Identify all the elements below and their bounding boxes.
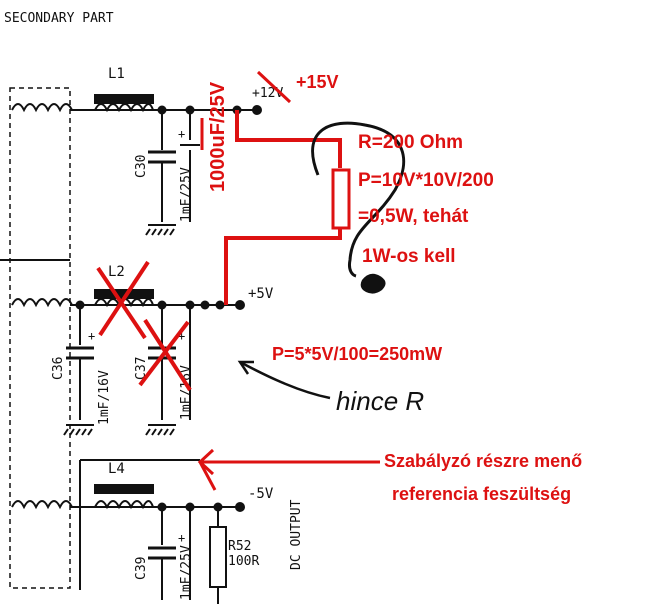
label-v5: +5V xyxy=(248,286,274,302)
resistor-calc-line-3: =0,5W, tehát xyxy=(358,206,469,227)
red-resistor-body xyxy=(331,168,351,230)
label-r52: R52 xyxy=(228,539,251,554)
svg-text:+: + xyxy=(178,329,185,343)
label-c39: C39 xyxy=(134,557,149,580)
transformer-coil-bottom xyxy=(11,500,73,510)
inductor-l1-coil xyxy=(94,103,154,113)
junction-dot xyxy=(75,300,85,310)
svg-text:+: + xyxy=(88,329,95,343)
reference-line-1: Szabályzó részre menő xyxy=(384,451,582,471)
junction-dot xyxy=(185,105,195,115)
ground-c37 xyxy=(145,424,176,436)
x-c37-a xyxy=(143,318,192,392)
r52-body xyxy=(209,526,227,588)
svg-text:+: + xyxy=(178,127,185,141)
label-l1: L1 xyxy=(108,66,125,82)
red-annotation-text: +15V 1000uF/25V R=200 Ohm P=10V*10V/200 … xyxy=(207,72,582,504)
inductor-l1-core xyxy=(94,94,154,104)
resistor-calc-line-4: 1W-os kell xyxy=(362,246,456,267)
label-c36: C36 xyxy=(51,357,66,380)
red-wire-to-5v xyxy=(224,228,342,305)
rotated-labels: C30 1mF/25V C36 1mF/16V C37 1mF/16V C39 … xyxy=(51,155,304,600)
transformer-coil-middle xyxy=(11,298,73,308)
label-dc-output: DC OUTPUT xyxy=(289,499,304,570)
junction-dot xyxy=(157,502,167,512)
red-annotation-wiring xyxy=(96,70,380,491)
junction-dot xyxy=(157,105,167,115)
reference-line-2: referencia feszültség xyxy=(392,484,571,504)
label-c39-value: 1mF/25V xyxy=(179,545,194,600)
junction-dot xyxy=(157,300,167,310)
polarity-marks: + + + + xyxy=(88,127,185,545)
junction-dot xyxy=(200,300,210,310)
question-mark-stroke xyxy=(311,121,406,278)
junction-dots xyxy=(75,105,262,512)
terminal-dot-middle xyxy=(235,300,245,310)
transformer-dashed-box xyxy=(9,87,71,589)
question-mark-dot xyxy=(360,273,386,294)
ground-c30 xyxy=(145,224,176,236)
section-label: SECONDARY PART xyxy=(4,11,114,26)
label-c30: C30 xyxy=(134,155,149,178)
junction-dot xyxy=(185,300,195,310)
x-c37-b xyxy=(138,320,190,387)
schematic-wiring xyxy=(0,87,260,604)
red-wire-to-resistor xyxy=(235,110,342,168)
reference-tail xyxy=(198,461,217,491)
svg-text:+: + xyxy=(178,531,185,545)
inductor-l4-coil xyxy=(94,500,154,510)
no-r-arrow-line xyxy=(239,360,331,400)
label-l2: L2 xyxy=(108,264,125,280)
ground-c36 xyxy=(63,424,94,436)
strike-12v xyxy=(256,70,292,104)
label-vneg5: -5V xyxy=(248,486,274,502)
no-r-arrowhead xyxy=(237,360,254,375)
junction-dot xyxy=(215,300,225,310)
label-c30-value: 1mF/25V xyxy=(179,167,194,222)
terminal-dot-top xyxy=(252,105,262,115)
no-r-annotation: hince R xyxy=(336,386,424,416)
label-c37: C37 xyxy=(134,357,149,380)
x-l2-b xyxy=(98,260,150,337)
resistor-calc-line-1: R=200 Ohm xyxy=(358,132,463,153)
terminal-dot-bottom xyxy=(235,502,245,512)
label-c36-value: 1mF/16V xyxy=(97,370,112,425)
label-cap-upgrade: 1000uF/25V xyxy=(207,81,229,192)
junction-dot xyxy=(213,502,223,512)
power-5v-annotation: P=5*5V/100=250mW xyxy=(272,344,442,364)
label-r52-value: 100R xyxy=(228,554,259,569)
resistor-calc-line-2: P=10V*10V/200 xyxy=(358,170,494,191)
inductor-l4-core xyxy=(94,484,154,494)
transformer-coil-top xyxy=(11,103,73,113)
label-l4: L4 xyxy=(108,461,125,477)
label-v15: +15V xyxy=(296,72,339,92)
junction-dot xyxy=(185,502,195,512)
